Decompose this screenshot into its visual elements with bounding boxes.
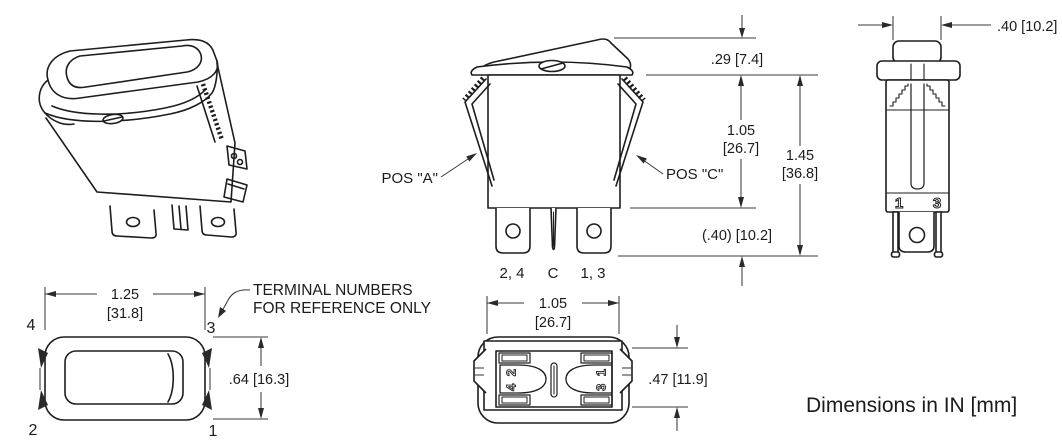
terminal-note-line1: TERMINAL NUMBERS bbox=[253, 282, 413, 299]
iso-clip-serration bbox=[200, 83, 225, 141]
front-terminal-label-right: 1, 3 bbox=[580, 265, 605, 282]
side-serration-right bbox=[926, 83, 946, 107]
side-terminal-hole bbox=[908, 226, 926, 244]
top-rocker bbox=[64, 350, 184, 405]
top-clip-bl bbox=[38, 390, 48, 410]
terminal-note-line2: FOR REFERENCE ONLY bbox=[253, 300, 431, 317]
dim-body-height-mm: [26.7] bbox=[723, 141, 759, 157]
dim-top-width-mm: [31.8] bbox=[107, 306, 143, 322]
top-clip-tl bbox=[38, 348, 48, 368]
top-rocker-edge bbox=[167, 353, 175, 403]
bottom-slot bbox=[498, 394, 531, 406]
iso-side-tab bbox=[223, 178, 248, 203]
bottom-view: 1.05 [26.7] 4 2 3 1 .47 bbox=[473, 296, 708, 431]
top-corner-1: 1 bbox=[209, 423, 218, 440]
top-corner-3: 3 bbox=[207, 320, 216, 337]
iso-mounting-ear bbox=[226, 145, 248, 170]
side-center-channel bbox=[910, 83, 925, 190]
isometric-view bbox=[38, 38, 248, 239]
side-bezel bbox=[876, 60, 961, 81]
dim-bottom-width: 1.05 [26.7] bbox=[486, 296, 620, 334]
dim-rocker-height-label: .29 [7.4] bbox=[711, 52, 763, 68]
bottom-terminals-left-label: 4 2 bbox=[504, 367, 519, 391]
dim-overall-height: 1.45 [36.8] bbox=[782, 75, 818, 256]
bottom-center-slot bbox=[550, 362, 558, 398]
dim-bottom-width-mm: [26.7] bbox=[535, 315, 571, 331]
pos-a-label: POS "A" bbox=[382, 170, 439, 187]
dim-bottom-height: .47 [11.9] bbox=[632, 325, 708, 431]
iso-bezel-inner-edge bbox=[51, 88, 207, 115]
iso-terminal-left-hole bbox=[125, 216, 141, 228]
front-clip-serration-left bbox=[462, 76, 485, 102]
front-clip-right bbox=[615, 78, 644, 187]
units-note: Dimensions in IN [mm] bbox=[806, 394, 1017, 417]
side-pin-right bbox=[935, 211, 942, 255]
dim-body-height: 1.05 [26.7] bbox=[723, 75, 759, 208]
front-clip-left bbox=[464, 78, 493, 187]
side-terminal-number-3: 3 bbox=[933, 195, 941, 212]
top-clip-tr bbox=[202, 348, 212, 368]
side-view: .40 [10.2] 1 3 bbox=[858, 16, 1057, 258]
side-terminal-number-1: 1 bbox=[895, 195, 903, 212]
pos-c-label: POS "C" bbox=[666, 166, 723, 183]
dim-top-height-label: .64 [16.3] bbox=[229, 372, 289, 388]
dim-bottom-height-label: .47 [11.9] bbox=[648, 372, 707, 388]
iso-rocker-outline bbox=[46, 38, 219, 100]
bottom-wing-right bbox=[619, 348, 633, 394]
front-terminal-right-hole bbox=[586, 223, 602, 239]
pos-a-callout: POS "A" bbox=[382, 153, 477, 187]
top-view: 1.25 [31.8] 4 3 2 1 .64 [16.3] bbox=[27, 287, 289, 440]
dim-overall-height-in: 1.45 bbox=[786, 148, 814, 164]
bottom-well-right bbox=[565, 364, 613, 394]
top-corner-2: 2 bbox=[29, 422, 38, 439]
iso-bezel-left-cap bbox=[38, 79, 75, 126]
front-terminal-label-center: C bbox=[548, 265, 559, 282]
dim-top-width: 1.25 [31.8] bbox=[44, 287, 206, 330]
front-clip-serration-right bbox=[623, 76, 646, 102]
dim-top-height: .64 [16.3] bbox=[213, 336, 289, 420]
front-view: 2, 4 C 1, 3 POS "A" POS "C" bbox=[382, 38, 723, 282]
iso-bezel-front-edge bbox=[44, 60, 219, 123]
bottom-slot bbox=[580, 352, 613, 364]
side-rocker-cap bbox=[892, 40, 942, 64]
iso-terminal-left bbox=[109, 205, 157, 239]
iso-rocker-top-face bbox=[65, 44, 203, 89]
side-serration-left bbox=[889, 83, 909, 107]
bottom-terminals-right-label: 3 1 bbox=[594, 367, 609, 391]
front-terminal-label-left: 2, 4 bbox=[499, 265, 524, 282]
bottom-slot bbox=[580, 394, 613, 406]
iso-clip-arm bbox=[196, 85, 216, 143]
bottom-wing-left bbox=[473, 348, 487, 394]
dim-body-height-in: 1.05 bbox=[727, 123, 755, 139]
iso-terminal-right bbox=[199, 205, 237, 238]
dim-side-width: .40 [10.2] bbox=[858, 16, 1057, 40]
top-clip-br bbox=[202, 390, 212, 410]
top-corner-4: 4 bbox=[27, 317, 36, 334]
iso-terminal-right-hole bbox=[210, 216, 226, 228]
dim-top-width-in: 1.25 bbox=[111, 287, 139, 303]
front-body bbox=[487, 74, 621, 209]
bottom-well-left bbox=[499, 364, 547, 394]
dim-bottom-width-in: 1.05 bbox=[539, 296, 567, 312]
notes: TERMINAL NUMBERS FOR REFERENCE ONLY Dime… bbox=[218, 282, 1017, 417]
iso-body-outline bbox=[45, 62, 236, 203]
side-pin-left bbox=[892, 211, 899, 255]
front-terminal-left-hole bbox=[505, 223, 521, 239]
pos-c-callout: POS "C" bbox=[636, 155, 723, 183]
dim-side-width-label: .40 [10.2] bbox=[997, 19, 1057, 35]
dim-terminal-length-label: (.40) [10.2] bbox=[702, 228, 772, 244]
front-view-dimensions: .29 [7.4] 1.05 [26.7] 1.45 [36.8] (.40) … bbox=[614, 15, 818, 286]
dim-overall-height-mm: [36.8] bbox=[782, 166, 818, 182]
bottom-slot bbox=[498, 352, 531, 364]
